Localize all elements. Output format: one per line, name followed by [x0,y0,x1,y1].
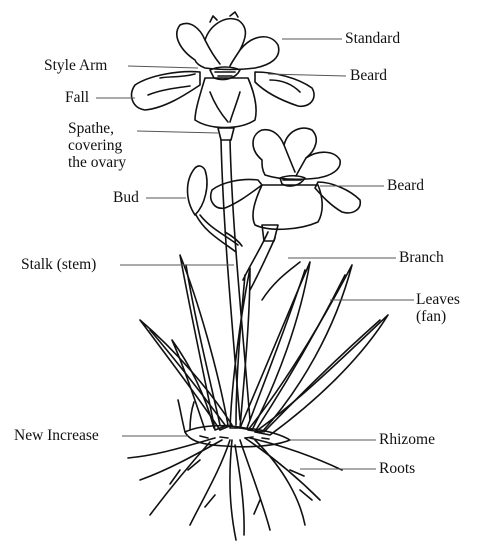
roots-drawing [128,438,342,540]
label-standard: Standard [345,30,400,47]
label-bud: Bud [113,189,139,206]
style-arm-leader [128,66,198,68]
label-beard-lower: Beard [387,177,424,194]
leaves-drawing [140,255,388,435]
label-beard-top: Beard [350,67,387,84]
label-fall: Fall [65,89,89,106]
spathe-leader [137,131,218,133]
label-roots: Roots [379,460,415,477]
label-rhizome: Rhizome [379,431,435,448]
label-style-arm: Style Arm [44,57,107,74]
label-branch: Branch [399,249,444,266]
top-flower-drawing [132,12,314,128]
label-stalk: Stalk (stem) [21,256,96,273]
label-spathe: Spathe, covering the ovary [68,120,126,171]
label-leaves: Leaves (fan) [416,291,460,325]
label-new-increase: New Increase [14,427,99,444]
new-increase-drawing [178,400,194,432]
